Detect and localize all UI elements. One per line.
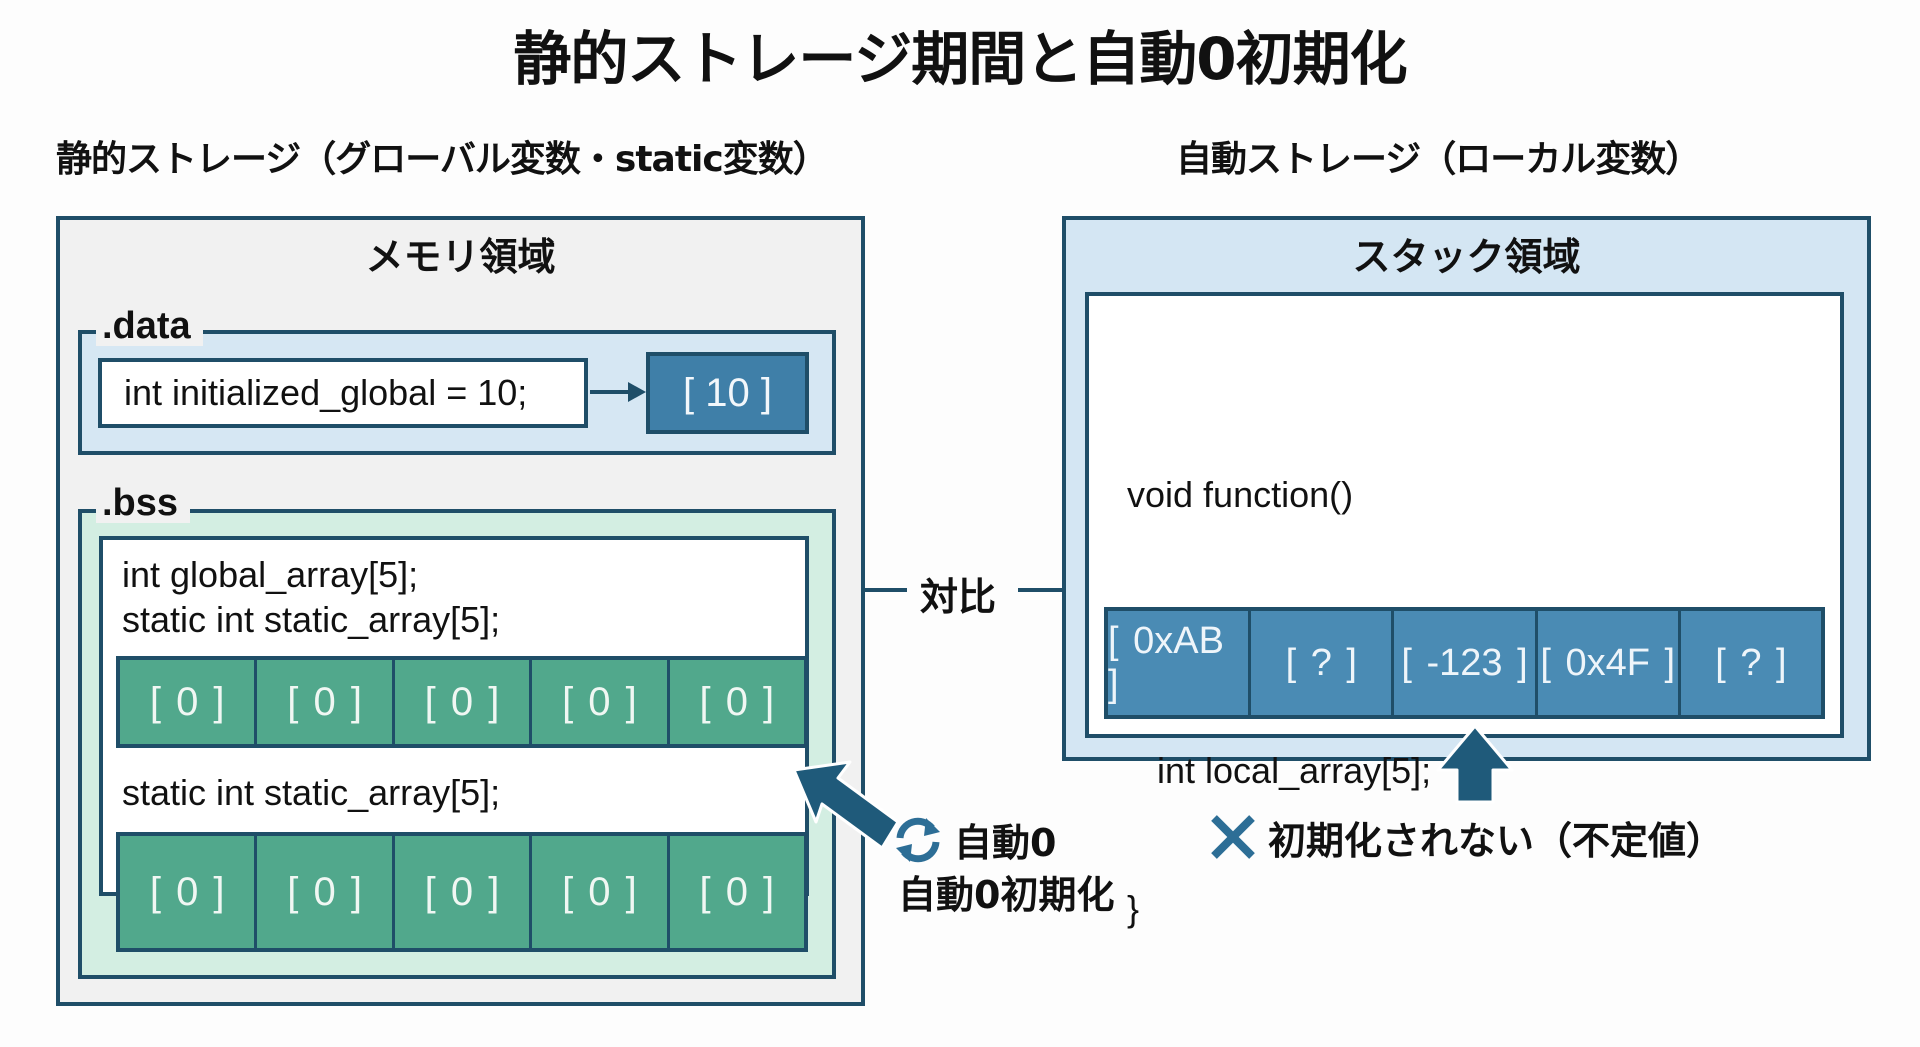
auto-zero-label: 自動0	[954, 821, 1057, 865]
data-arrow-icon	[590, 382, 646, 402]
stack-code-line: void function()	[1127, 474, 1354, 515]
stack-cell: [ ? ]	[1715, 641, 1787, 684]
x-icon	[1211, 815, 1255, 859]
bss-code-line: int global_array[5];	[122, 554, 419, 595]
bss-code-lines: int global_array[5]; static int static_a…	[122, 552, 500, 642]
bss-cell: [ 0 ]	[257, 660, 395, 744]
data-value-cell: [ 10 ]	[646, 352, 809, 434]
stack-code-line: int local_array[5];	[1127, 750, 1432, 791]
stack-region-title: スタック領域	[1352, 235, 1581, 279]
compare-connector-right	[1018, 588, 1062, 592]
stack-cell: [ 0x4F ]	[1538, 611, 1681, 715]
stack-cell: [ 0xAB ]	[1108, 611, 1252, 715]
auto-zero-init-label: 自動0初期化	[898, 873, 1115, 917]
bss-cell: [ 0 ]	[257, 836, 395, 948]
diagram-title: 静的ストレージ期間と自動0初期化	[513, 25, 1407, 93]
bss-cell: [ 0 ]	[532, 660, 670, 744]
stack-cell: [ ? ]	[1251, 611, 1395, 715]
data-code-box: int initialized_global = 10;	[98, 358, 588, 428]
bss-code-line: static int static_array[5];	[122, 599, 501, 640]
bss-cell: [ 0 ]	[699, 869, 775, 914]
not-initialized-label: 初期化されない（不定値）	[1268, 819, 1725, 863]
bss-array-row-2: [ 0 ] [ 0 ] [ 0 ] [ 0 ] [ 0 ]	[116, 832, 808, 952]
auto-zero-arrow-icon	[792, 760, 900, 850]
stack-cell: [ -123 ]	[1394, 611, 1538, 715]
bss-cell: [ 0 ]	[120, 660, 258, 744]
automatic-storage-heading: 自動ストレージ（ローカル変数）	[1176, 139, 1701, 180]
data-section-label: .data	[96, 306, 203, 346]
bss-cell: [ 0 ]	[699, 679, 775, 724]
static-storage-heading: 静的ストレージ（グローバル変数・static変数）	[56, 139, 829, 180]
bss-cell: [ 0 ]	[120, 836, 258, 948]
bss-code-line-2: static int static_array[5];	[122, 772, 501, 813]
bss-array-row-1: [ 0 ] [ 0 ] [ 0 ] [ 0 ] [ 0 ]	[116, 656, 808, 748]
bss-cell: [ 0 ]	[395, 836, 533, 948]
stack-code-lines: void function() { int local_array[5]; }	[1127, 380, 1431, 978]
up-arrow-icon	[1436, 724, 1514, 804]
compare-label: 対比	[920, 575, 997, 619]
stack-array-row: [ 0xAB ] [ ? ] [ -123 ] [ 0x4F ] [ ? ]	[1104, 607, 1825, 719]
memory-region-title: メモリ領域	[365, 235, 556, 279]
bss-cell: [ 0 ]	[532, 836, 670, 948]
stack-code-line: }	[1127, 888, 1140, 929]
bss-cell: [ 0 ]	[395, 660, 533, 744]
bss-section-label: .bss	[96, 483, 191, 523]
compare-connector-left	[865, 588, 907, 592]
refresh-icon	[896, 817, 940, 863]
